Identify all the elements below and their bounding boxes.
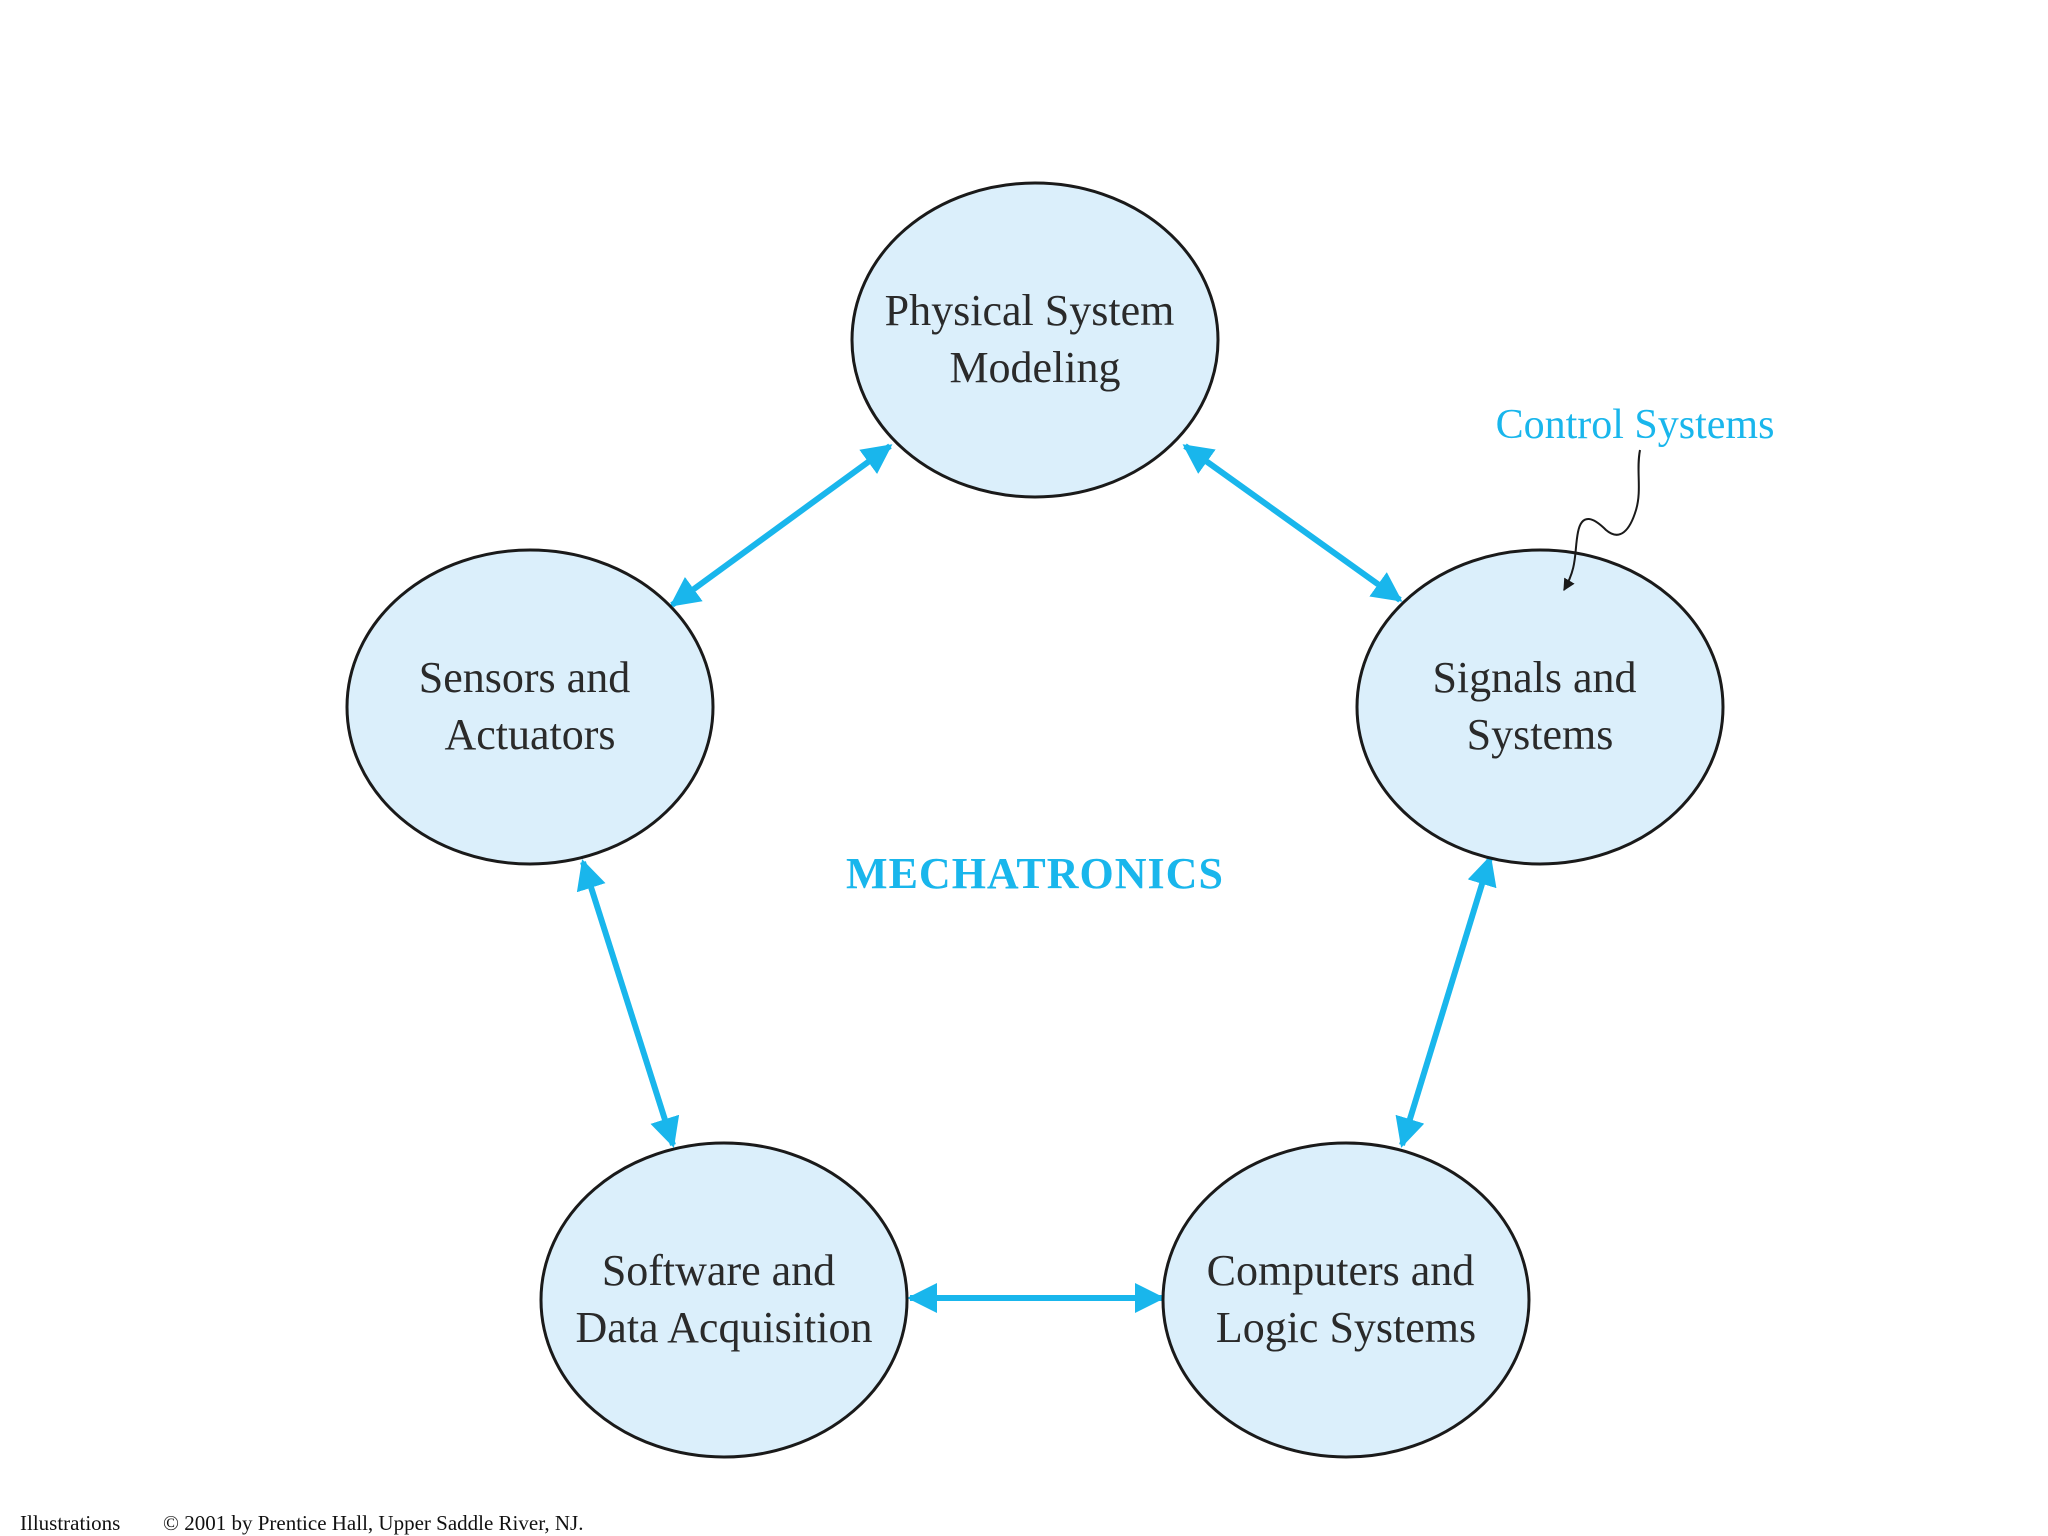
node-shape	[1355, 548, 1725, 866]
edge-sensors-physical	[669, 443, 893, 608]
node-label-line: Computers and	[1207, 1246, 1475, 1295]
node-label-line: Modeling	[949, 343, 1120, 392]
svg-text:Computers and Logic Syst: Computers and Logic Systems	[1207, 1246, 1486, 1352]
node-label-line: Logic Systems	[1216, 1303, 1476, 1352]
node-shape	[539, 1141, 909, 1459]
node-physical-system-modeling: Physical System Modeling	[850, 181, 1220, 499]
edge-software-sensors	[576, 859, 680, 1148]
svg-text:Sensors and Actuators: Sensors and Actuators	[419, 653, 641, 759]
callout-arrow	[1563, 449, 1641, 592]
svg-text:Signals and Systems: Signals and Systems	[1432, 653, 1647, 759]
center-title: MECHATRONICS	[846, 849, 1224, 898]
node-label-line: Physical System	[885, 286, 1175, 335]
node-label-line: Sensors and	[419, 653, 630, 702]
node-label-line: Signals and	[1432, 653, 1636, 702]
node-shape	[850, 181, 1220, 499]
node-shape	[1161, 1141, 1531, 1459]
svg-text:Physical System Modeling: Physical System Modeling	[885, 286, 1186, 392]
edge-layer	[576, 443, 1497, 1313]
footer-left: Illustrations	[20, 1511, 120, 1535]
node-label-line: Data Acquisition	[576, 1303, 873, 1352]
callout-label: Control Systems	[1496, 402, 1775, 448]
node-label-line: Actuators	[444, 710, 615, 759]
node-signals-and-systems: Signals and Systems	[1355, 548, 1725, 866]
node-label-line: Software and	[602, 1246, 835, 1295]
node-label-line: Systems	[1467, 710, 1614, 759]
node-software-and-data-acquisition: Software and Data Acquisition	[539, 1141, 909, 1459]
svg-text:Software and Data Acquis: Software and Data Acquisition	[576, 1246, 873, 1352]
node-shape	[345, 548, 715, 866]
footer-right: © 2001 by Prentice Hall, Upper Saddle Ri…	[163, 1511, 583, 1535]
edge-signals-computers	[1395, 855, 1497, 1148]
node-sensors-and-actuators: Sensors and Actuators	[345, 548, 715, 866]
edge-physical-signals	[1182, 443, 1403, 603]
node-computers-and-logic-systems: Computers and Logic Systems	[1161, 1141, 1531, 1459]
